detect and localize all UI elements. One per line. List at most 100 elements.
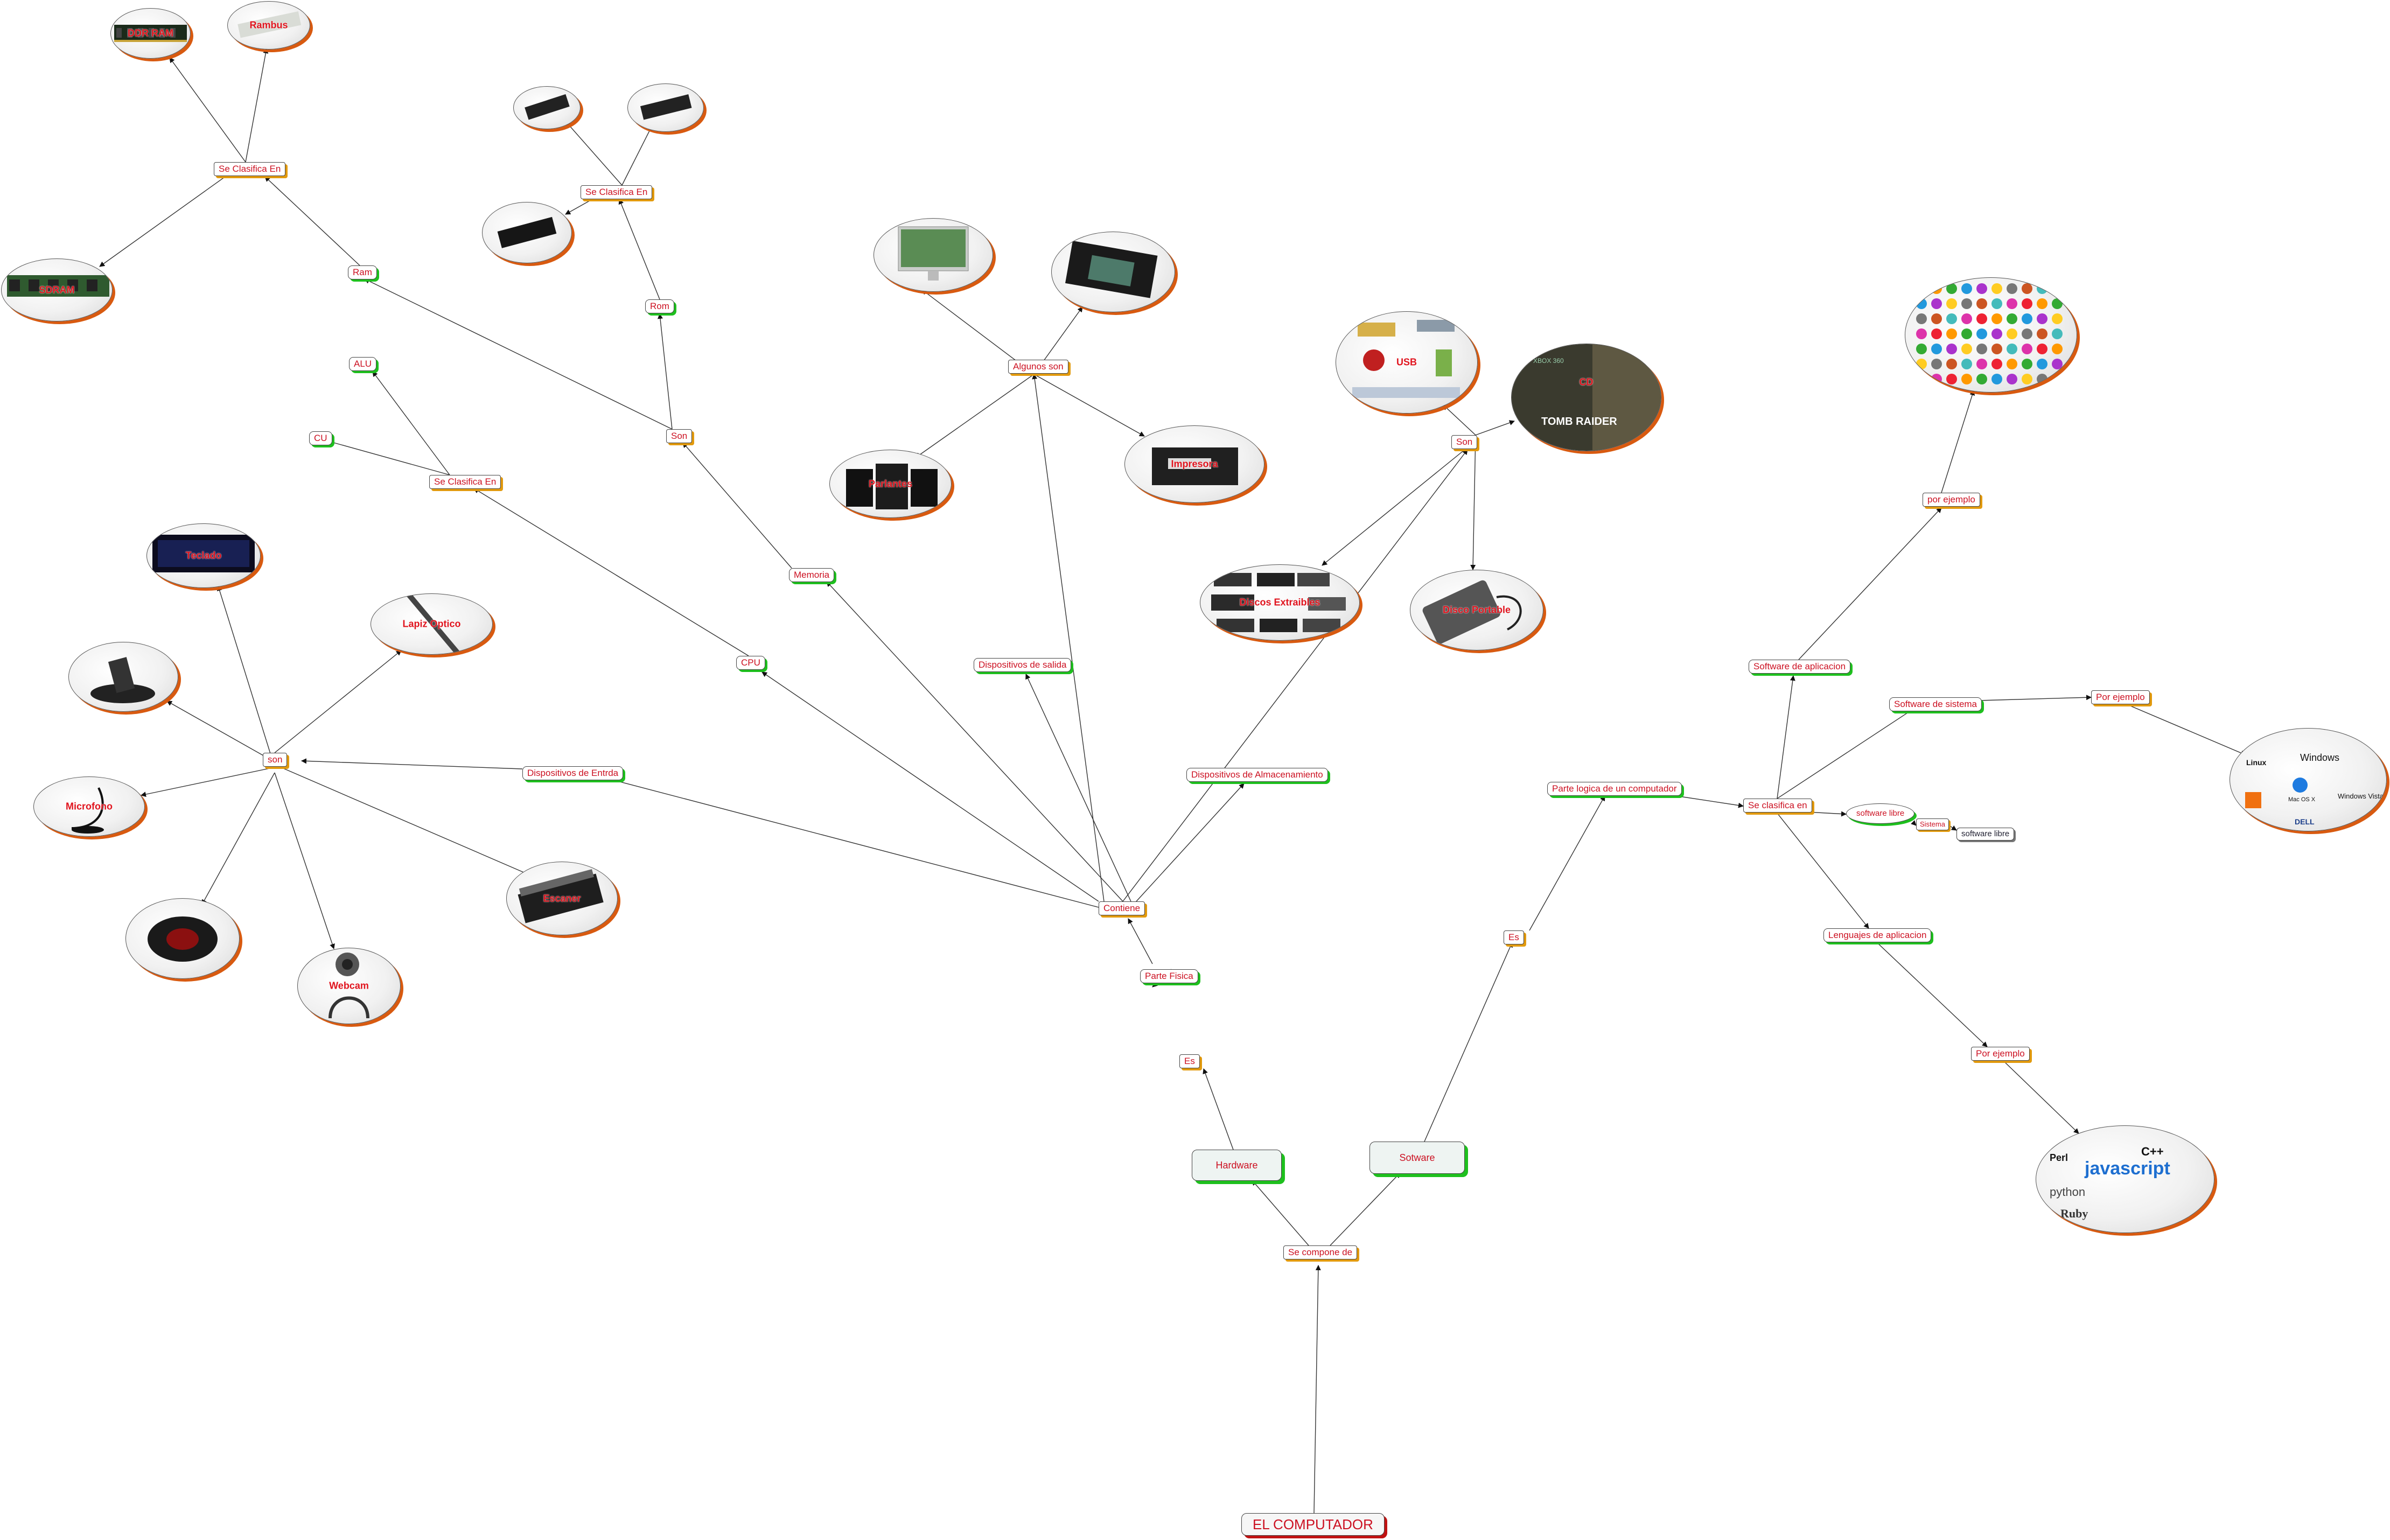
sw-libre-node[interactable]: software libre — [1846, 803, 1915, 824]
connector-arrow — [301, 758, 523, 769]
connector-arrow — [372, 371, 450, 475]
microfono-image[interactable]: Microfono — [33, 776, 145, 837]
app-icon — [1991, 344, 2002, 354]
connector-arrow — [1941, 390, 1975, 493]
ddr-ram-image[interactable]: DDR RAM — [110, 8, 191, 59]
hardware-node[interactable]: Hardware — [1192, 1150, 1282, 1181]
alu-node[interactable]: ALU — [349, 357, 377, 371]
scanner-icon — [518, 869, 604, 923]
lapiz-optico-image[interactable]: Lapiz Optico — [371, 593, 493, 655]
cu-node[interactable]: CU — [309, 431, 332, 445]
es-software-node[interactable]: Es — [1504, 930, 1524, 944]
clasifica-rom-node[interactable]: Se Clasifica En — [581, 185, 653, 199]
software-node[interactable]: Sotware — [1369, 1142, 1465, 1174]
app-icon — [1946, 283, 1957, 294]
entrada-node[interactable]: Dispositivos de Entrda — [522, 766, 624, 780]
connector-arrow — [1032, 374, 1105, 902]
svg-text:Ruby: Ruby — [2060, 1207, 2088, 1220]
por-ejemplo-app-node[interactable]: por ejemplo — [1923, 493, 1980, 507]
rom-chip-1-image[interactable] — [513, 86, 581, 129]
rom-chip-2-image[interactable] — [627, 83, 704, 132]
app-icon — [2037, 313, 2047, 324]
disco-portable-image[interactable]: Disco Portable — [1410, 570, 1543, 650]
extraibles-image[interactable]: Discos Extraibles — [1200, 564, 1360, 641]
son-memoria-node[interactable]: Son — [666, 429, 693, 443]
connector-arrow — [1876, 942, 1988, 1047]
por-ejemplo-sys-node[interactable]: Por ejemplo — [2091, 690, 2150, 704]
impresora-image[interactable]: Impresora — [1124, 425, 1264, 503]
sw-sistema-node[interactable]: Software de sistema — [1889, 697, 1982, 711]
escaner-image[interactable]: Escaner — [506, 862, 618, 935]
svg-text:Linux: Linux — [2246, 758, 2267, 767]
rom-node[interactable]: Rom — [645, 299, 674, 313]
sw-libre-small-node[interactable]: software libre — [1956, 828, 2015, 841]
app-icon — [1991, 374, 2002, 384]
printer-icon — [1152, 447, 1238, 485]
mouse-image[interactable] — [125, 898, 240, 979]
parlantes-image[interactable]: Parlantes — [829, 450, 952, 518]
almacenamiento-node[interactable]: Dispositivos de Almacenamiento — [1186, 768, 1328, 782]
languages-image[interactable]: C++ Perl javascript python Ruby — [2036, 1125, 2214, 1233]
compose-node[interactable]: Se compone de — [1283, 1245, 1358, 1259]
rambus-image[interactable]: Rambus — [227, 1, 310, 50]
apps-icons-image[interactable] — [1905, 277, 2077, 393]
app-icon — [1946, 313, 1957, 324]
usb-image[interactable]: USB — [1336, 311, 1478, 414]
os-logos-image[interactable]: Linux Windows Mac OS X Windows Vista DEL… — [2230, 728, 2387, 831]
app-icon — [1916, 374, 1927, 384]
ram-stick-icon — [114, 25, 187, 42]
algunos-son-node[interactable]: Algunos son — [1008, 360, 1068, 374]
contiene-node[interactable]: Contiene — [1099, 901, 1145, 915]
lenguajes-node[interactable]: Lenguajes de aplicacion — [1823, 928, 1932, 942]
clasifica-ram-node[interactable]: Se Clasifica En — [214, 162, 286, 176]
app-icon — [2022, 283, 2032, 294]
sdram-image[interactable]: SDRAM — [1, 258, 113, 321]
son-entrada-node[interactable]: son — [263, 753, 288, 767]
app-icon — [2022, 313, 2032, 324]
sistema-mini-node[interactable]: Sistema — [1916, 818, 1949, 830]
app-icon — [2022, 328, 2032, 339]
rom-chip-icon — [525, 94, 570, 120]
speaker-icon — [846, 464, 938, 509]
app-icon — [1976, 344, 1987, 354]
app-icon — [1931, 283, 1942, 294]
rom-chip-3-image[interactable] — [482, 202, 572, 263]
app-icon — [1946, 328, 1957, 339]
por-ejemplo-lang-node[interactable]: Por ejemplo — [1971, 1047, 2030, 1061]
connector-arrow — [1330, 1172, 1401, 1246]
connector-arrow — [1777, 813, 1869, 929]
monitor-icon — [898, 226, 969, 281]
svg-text:DELL: DELL — [2295, 817, 2315, 826]
app-icon — [1976, 359, 1987, 369]
clasifica-cpu-node[interactable]: Se Clasifica En — [429, 475, 501, 489]
memoria-node[interactable]: Memoria — [789, 568, 835, 582]
connector-arrow — [1025, 674, 1131, 902]
salida-node[interactable]: Dispositivos de salida — [974, 658, 1072, 672]
webcam-image[interactable]: Webcam — [297, 948, 401, 1024]
app-icon — [2052, 313, 2063, 324]
monitor-image[interactable] — [873, 218, 993, 292]
svg-text:Mac OS X: Mac OS X — [2288, 796, 2316, 803]
clasifica-software-node[interactable]: Se clasifica en — [1743, 799, 1812, 813]
son-almacenamiento-node[interactable]: Son — [1451, 435, 1478, 449]
root-node[interactable]: EL COMPUTADOR — [1241, 1513, 1385, 1536]
connector-arrow — [99, 162, 246, 267]
camara-image[interactable] — [1051, 232, 1175, 312]
joystick-image[interactable] — [68, 642, 178, 712]
teclado-image[interactable]: Teclado — [146, 523, 261, 588]
sw-aplicacion-node[interactable]: Software de aplicacion — [1749, 660, 1851, 674]
cpu-node[interactable]: CPU — [736, 656, 765, 670]
app-icon — [1976, 328, 1987, 339]
es-hardware-node[interactable]: Es — [1179, 1054, 1200, 1068]
app-icon — [1916, 283, 1927, 294]
disco-portable-label: Disco Portable — [1442, 604, 1511, 615]
parte-fisica-node[interactable]: Parte Fisica — [1140, 969, 1198, 983]
parte-logica-node[interactable]: Parte logica de un computador — [1547, 782, 1682, 796]
ram-node[interactable]: Ram — [348, 265, 377, 279]
connector-arrow — [761, 671, 1099, 902]
app-icon — [2022, 344, 2032, 354]
teclado-label: Teclado — [185, 550, 222, 561]
connector-arrow — [264, 176, 360, 266]
app-icon — [2052, 328, 2063, 339]
